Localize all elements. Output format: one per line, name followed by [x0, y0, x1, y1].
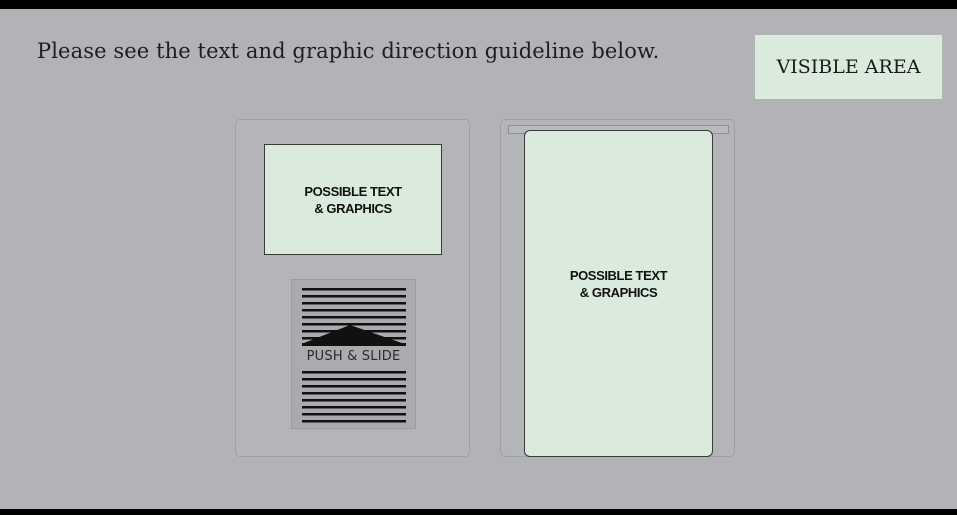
- push-slide-label: PUSH & SLIDE: [306, 349, 401, 364]
- push-slide-graphic: [302, 288, 406, 423]
- up-arrow-triangle-icon: [304, 325, 402, 343]
- instruction-text: Please see the text and graphic directio…: [37, 39, 660, 63]
- left-visible-area-line2: & GRAPHICS: [314, 200, 392, 216]
- push-slide-panel: PUSH & SLIDE: [291, 279, 416, 429]
- right-visible-area: POSSIBLE TEXT & GRAPHICS: [524, 130, 713, 457]
- right-package-panel: POSSIBLE TEXT & GRAPHICS: [500, 119, 735, 457]
- left-visible-area: POSSIBLE TEXT & GRAPHICS: [264, 144, 442, 255]
- visible-area-legend: VISIBLE AREA: [755, 35, 942, 99]
- diagram-canvas: Please see the text and graphic directio…: [0, 9, 957, 509]
- right-visible-area-line1: POSSIBLE TEXT: [569, 267, 668, 283]
- push-slide-stripes-bottom: [302, 371, 406, 423]
- left-visible-area-line1: POSSIBLE TEXT: [304, 183, 402, 199]
- right-visible-area-line2: & GRAPHICS: [579, 284, 658, 300]
- left-package-panel: POSSIBLE TEXT & GRAPHICS: [235, 119, 470, 457]
- visible-area-legend-label: VISIBLE AREA: [776, 56, 921, 78]
